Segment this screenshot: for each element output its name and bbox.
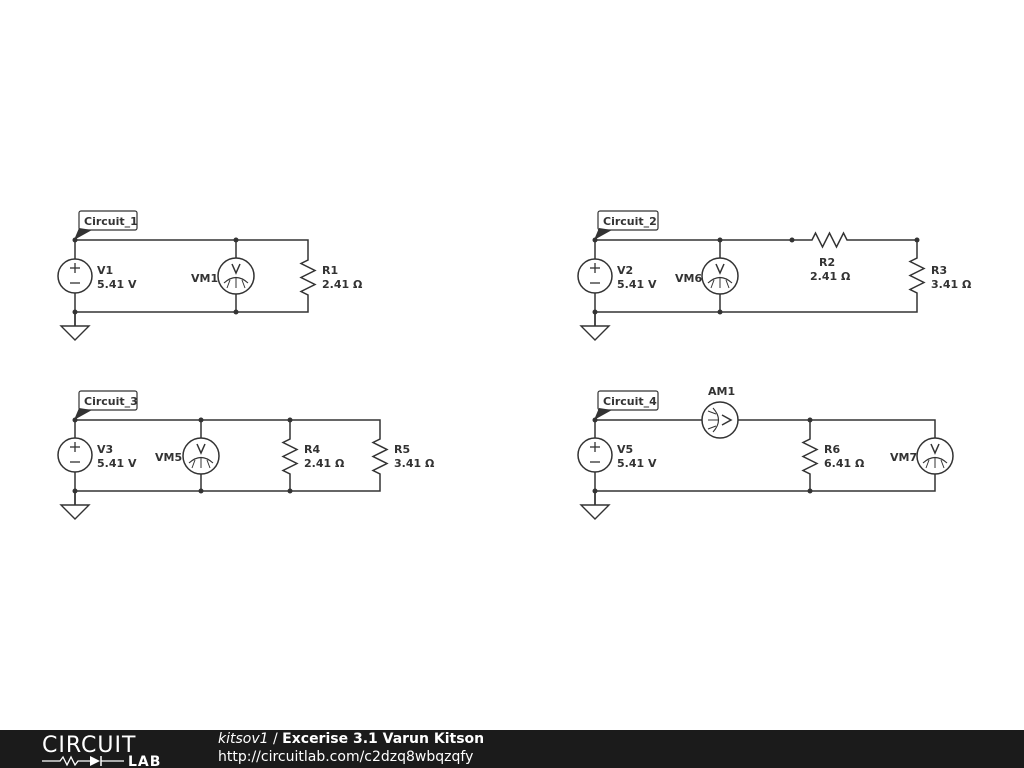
component-value: 3.41 Ω bbox=[394, 457, 435, 470]
ground-icon bbox=[60, 490, 90, 520]
component-value: 3.41 Ω bbox=[931, 278, 972, 291]
component-value: 6.41 Ω bbox=[824, 457, 865, 470]
resistor-icon[interactable] bbox=[281, 436, 299, 477]
junction-dot bbox=[592, 237, 920, 315]
circuit-1: Circuit_1 V1 5.41 V VM1 R1 2.41 Ω bbox=[57, 210, 363, 341]
component-label: V5 bbox=[617, 443, 633, 456]
component-label: V3 bbox=[97, 443, 113, 456]
component-label: V2 bbox=[617, 264, 633, 277]
circuitlab-logo-icon[interactable]: CIRCUIT LAB bbox=[40, 732, 180, 766]
logo-diode-glyph bbox=[90, 756, 100, 766]
component-label: VM5 bbox=[155, 451, 182, 464]
circuit-3: Circuit_3 V3 5.41 V VM5 R4 2.41 Ω R5 3.4… bbox=[57, 390, 435, 520]
logo-text-bottom: LAB bbox=[128, 754, 161, 766]
voltage-source-icon[interactable] bbox=[57, 258, 93, 294]
component-value: 2.41 Ω bbox=[810, 270, 851, 283]
resistor-icon[interactable] bbox=[808, 231, 850, 249]
svg-text:Circuit_1: Circuit_1 bbox=[84, 215, 138, 228]
junction-dot bbox=[592, 417, 813, 494]
svg-text:Circuit_3: Circuit_3 bbox=[84, 395, 138, 408]
component-value: 5.41 V bbox=[617, 278, 657, 291]
author-username[interactable]: kitsov1 bbox=[218, 731, 269, 747]
component-label: VM6 bbox=[675, 272, 702, 285]
component-label: R6 bbox=[824, 443, 840, 456]
component-label: AM1 bbox=[708, 385, 735, 398]
circuit-4: Circuit_4 V5 5.41 V AM1 R6 6.41 Ω VM7 bbox=[577, 385, 954, 520]
component-value: 2.41 Ω bbox=[304, 457, 345, 470]
ground-icon bbox=[60, 311, 90, 341]
component-value: 5.41 V bbox=[97, 278, 137, 291]
voltage-source-icon[interactable] bbox=[57, 437, 93, 473]
component-label: R1 bbox=[322, 264, 338, 277]
component-label: R3 bbox=[931, 264, 947, 277]
resistor-icon[interactable] bbox=[299, 257, 317, 298]
circuit-2: Circuit_2 V2 5.41 V VM6 R2 2.41 Ω R3 3.4… bbox=[577, 210, 972, 341]
voltmeter-icon[interactable] bbox=[701, 257, 739, 295]
circuit-4-tag[interactable]: Circuit_4 bbox=[594, 390, 659, 420]
resistor-icon[interactable] bbox=[371, 436, 389, 477]
component-value: 5.41 V bbox=[97, 457, 137, 470]
logo-resistor-glyph bbox=[42, 755, 90, 766]
ground-icon bbox=[580, 311, 610, 341]
component-value: 5.41 V bbox=[617, 457, 657, 470]
voltmeter-icon[interactable] bbox=[916, 437, 954, 475]
component-label: R4 bbox=[304, 443, 320, 456]
component-label: VM7 bbox=[890, 451, 917, 464]
component-label: VM1 bbox=[191, 272, 218, 285]
voltmeter-icon[interactable] bbox=[217, 257, 255, 295]
component-value: 2.41 Ω bbox=[322, 278, 363, 291]
project-url[interactable]: http://circuitlab.com/c2dzq8wbqzqfy bbox=[218, 749, 474, 765]
project-title[interactable]: Excerise 3.1 Varun Kitson bbox=[282, 731, 485, 747]
schematic-canvas[interactable]: Circuit_1 V1 5.41 V VM1 R1 2.41 Ω Circui… bbox=[0, 0, 1024, 730]
component-label: V1 bbox=[97, 264, 113, 277]
ammeter-icon[interactable] bbox=[701, 401, 739, 439]
voltage-source-icon[interactable] bbox=[577, 437, 613, 473]
resistor-icon[interactable] bbox=[908, 255, 926, 297]
junction-dot bbox=[72, 417, 293, 494]
ground-icon bbox=[580, 490, 610, 520]
circuit-3-tag[interactable]: Circuit_3 bbox=[74, 390, 138, 420]
project-heading: kitsov1 / Excerise 3.1 Varun Kitson bbox=[218, 731, 484, 747]
svg-text:Circuit_4: Circuit_4 bbox=[603, 395, 657, 408]
circuit-1-tag[interactable]: Circuit_1 bbox=[74, 210, 138, 240]
circuit-1-wires bbox=[74, 239, 309, 327]
circuit-3-wires bbox=[74, 419, 381, 506]
heading-separator: / bbox=[268, 731, 283, 747]
svg-text:Circuit_2: Circuit_2 bbox=[603, 215, 657, 228]
resistor-icon[interactable] bbox=[801, 436, 819, 477]
voltage-source-icon[interactable] bbox=[577, 258, 613, 294]
circuit-2-tag[interactable]: Circuit_2 bbox=[594, 210, 659, 240]
logo-text-top: CIRCUIT bbox=[42, 733, 136, 758]
component-label: R2 bbox=[819, 256, 835, 269]
footer-bar: CIRCUIT LAB kitsov1 / Excerise 3.1 Varun… bbox=[0, 730, 1024, 768]
component-label: R5 bbox=[394, 443, 410, 456]
voltmeter-icon[interactable] bbox=[182, 437, 220, 475]
